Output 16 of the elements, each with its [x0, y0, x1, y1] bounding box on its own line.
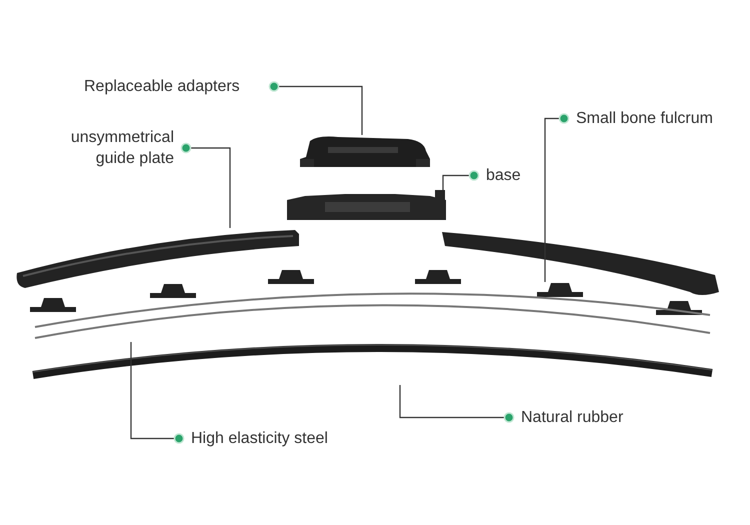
part-label: Small bone fulcrum	[576, 108, 750, 129]
leader-line	[544, 113, 570, 282]
leader-line	[130, 342, 184, 444]
leader-line	[442, 170, 480, 190]
leader-line	[268, 81, 363, 135]
part-label: Replaceable adapters	[84, 76, 262, 97]
guide-plate-drawing	[15, 228, 300, 290]
leader-line	[399, 385, 514, 423]
part-label: unsymmetrical guide plate	[40, 127, 174, 169]
part-label: Natural rubber	[521, 407, 641, 428]
part-label: High elasticity steel	[191, 428, 351, 449]
adapter-drawing	[298, 135, 432, 170]
leader-line	[180, 142, 231, 228]
fulcrum-clip-drawing	[535, 282, 585, 298]
steel-strip-drawing	[33, 293, 712, 342]
part-label: base	[486, 165, 530, 186]
